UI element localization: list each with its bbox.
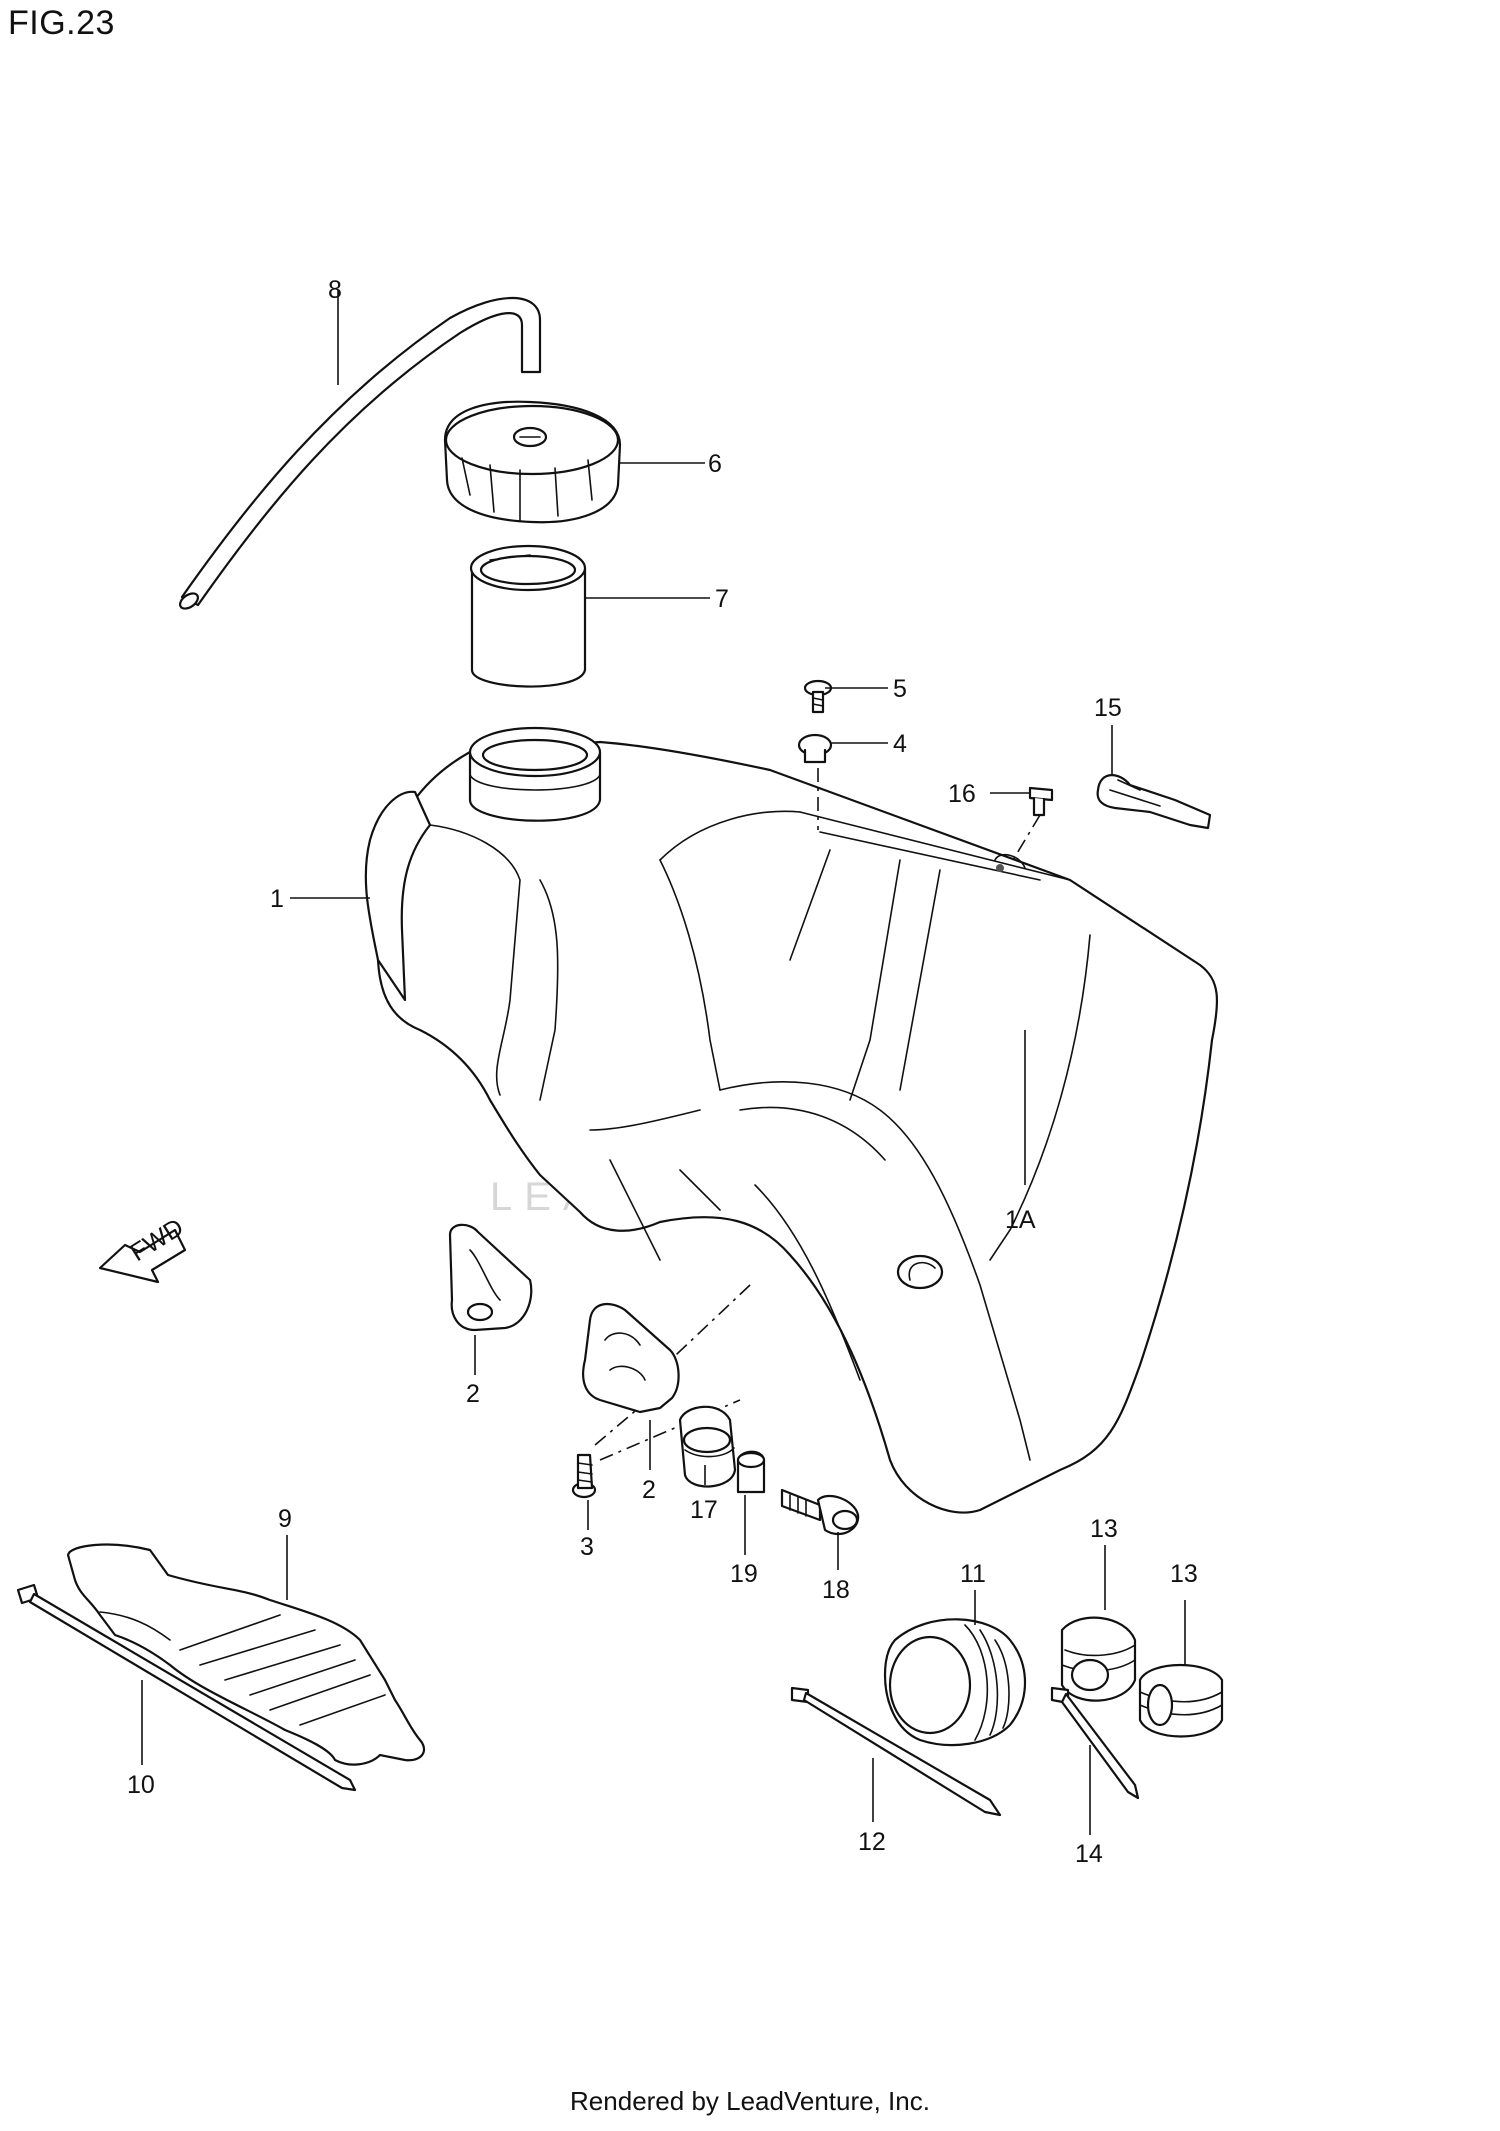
callout-13-right: 13: [1170, 1560, 1198, 1588]
callout-4: 4: [893, 730, 907, 758]
callout-17: 17: [690, 1496, 718, 1524]
forward-direction-arrow: FWD: [98, 1213, 188, 1284]
callout-14: 14: [1075, 1840, 1103, 1868]
part-filler-ring[interactable]: [469, 544, 587, 688]
part-cable-tie-10[interactable]: [16, 1583, 357, 1792]
callout-7: 7: [715, 585, 729, 613]
part-damper-13a[interactable]: [1060, 1616, 1137, 1702]
callout-1: 1: [270, 885, 284, 913]
part-screw-3[interactable]: [571, 1453, 597, 1499]
footer-credit: Rendered by LeadVenture, Inc.: [570, 2086, 930, 2116]
part-fuel-tank[interactable]: [364, 726, 1219, 1514]
callout-3: 3: [580, 1533, 594, 1561]
part-screw-5[interactable]: [803, 679, 833, 714]
part-protector-9[interactable]: [66, 1543, 426, 1766]
part-vent-hose[interactable]: [177, 296, 542, 612]
callout-16: 16: [948, 780, 976, 808]
part-bolt-16[interactable]: [1028, 786, 1054, 817]
part-collar-19[interactable]: [736, 1450, 766, 1494]
part-strap-12[interactable]: [790, 1686, 1002, 1817]
part-clip-15[interactable]: [1096, 774, 1212, 830]
callout-12: 12: [858, 1828, 886, 1856]
figure-title: FIG.23: [8, 4, 115, 42]
part-bracket-2a[interactable]: [448, 1223, 533, 1332]
callout-13-left: 13: [1090, 1515, 1118, 1543]
callout-11: 11: [960, 1560, 986, 1588]
callout-19: 19: [730, 1560, 758, 1588]
callout-5: 5: [893, 675, 907, 703]
part-cushion-4[interactable]: [797, 733, 833, 764]
callout-2-left: 2: [466, 1380, 480, 1408]
callout-1a: 1A: [1005, 1206, 1036, 1234]
part-tie-14[interactable]: [1050, 1686, 1140, 1800]
part-damper-13b[interactable]: [1138, 1664, 1224, 1738]
callout-2-right: 2: [642, 1476, 656, 1504]
part-boot-11[interactable]: [883, 1618, 1027, 1747]
callout-15: 15: [1094, 694, 1122, 722]
callout-9: 9: [278, 1505, 292, 1533]
part-bracket-2b[interactable]: [582, 1302, 680, 1414]
part-bolt-18[interactable]: [780, 1488, 860, 1536]
callout-8: 8: [328, 276, 342, 304]
callout-10: 10: [127, 1771, 155, 1799]
part-fuel-cap[interactable]: [443, 400, 622, 524]
part-grommet-17[interactable]: [678, 1405, 737, 1488]
callout-18: 18: [822, 1576, 850, 1604]
callout-6: 6: [708, 450, 722, 478]
